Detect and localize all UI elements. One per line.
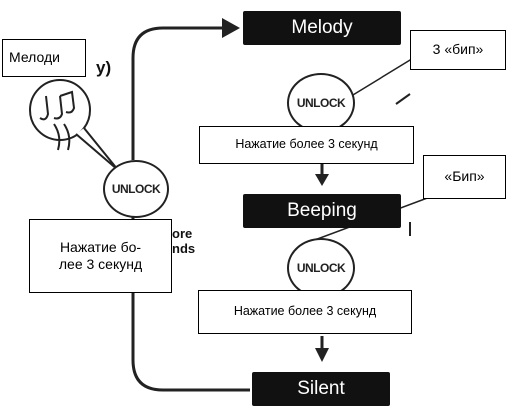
callout-melody: Мелоди [2, 39, 86, 77]
callout-press-more-3s-top: Нажатие более 3 секунд [199, 126, 414, 164]
loop-line-top [131, 26, 228, 160]
music-notes-icon [39, 90, 76, 151]
callout-beep: «Бип» [423, 155, 506, 199]
underlying-text-y: y) [96, 58, 112, 77]
arrow-right-icon [222, 18, 240, 38]
beeping-mode-label: Beeping [243, 194, 401, 228]
speech-bubble-tail [75, 127, 119, 171]
unlock-button-top[interactable]: UNLOCK [287, 73, 355, 133]
unlock-button-left[interactable]: UNLOCK [103, 160, 169, 218]
callout-leader-three-beeps [347, 56, 416, 99]
callout-press-more-3s-left: Нажатие бо- лее 3 секунд [29, 219, 172, 293]
arrow-down-icon [315, 348, 329, 362]
right-edge-mark [395, 93, 411, 105]
unlock-button-bottom[interactable]: UNLOCK [287, 238, 355, 298]
loop-line-bottom [131, 213, 250, 392]
arrow-down-icon [315, 174, 329, 186]
silent-mode-label: Silent [252, 372, 390, 406]
callout-three-beeps: 3 «бип» [410, 30, 506, 70]
melody-mode-label: Melody [243, 11, 401, 45]
callout-press-more-3s-bottom: Нажатие более 3 секунд [198, 290, 412, 334]
underlying-text-nds: nds [172, 241, 196, 256]
underlying-text-ore: ore [172, 226, 193, 241]
